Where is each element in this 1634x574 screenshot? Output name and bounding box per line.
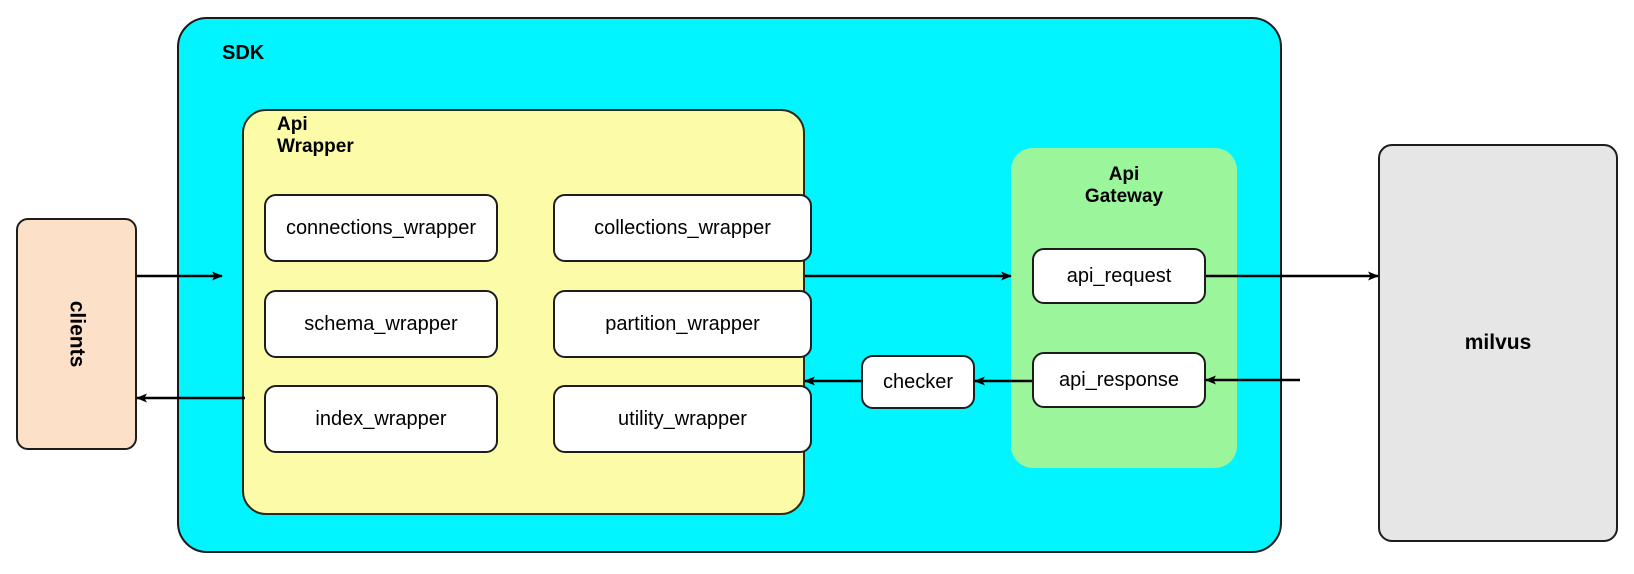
module-api-request[interactable]: api_request bbox=[1032, 248, 1206, 304]
module-partition-wrapper[interactable]: partition_wrapper bbox=[553, 290, 812, 358]
group-api-wrapper-label: Api Wrapper bbox=[277, 114, 354, 158]
group-api-gateway-label: Api Gateway bbox=[1084, 164, 1164, 208]
group-api-gateway bbox=[1011, 148, 1237, 468]
module-checker[interactable]: checker bbox=[861, 355, 975, 409]
node-clients[interactable]: clients bbox=[16, 218, 137, 450]
module-api-response[interactable]: api_response bbox=[1032, 352, 1206, 408]
module-schema-wrapper[interactable]: schema_wrapper bbox=[264, 290, 498, 358]
module-utility-wrapper[interactable]: utility_wrapper bbox=[553, 385, 812, 453]
node-milvus[interactable]: milvus bbox=[1378, 144, 1618, 542]
node-clients-label: clients bbox=[65, 300, 89, 368]
module-index-wrapper[interactable]: index_wrapper bbox=[264, 385, 498, 453]
group-sdk-label: SDK bbox=[222, 42, 265, 64]
module-collections-wrapper[interactable]: collections_wrapper bbox=[553, 194, 812, 262]
module-connections-wrapper[interactable]: connections_wrapper bbox=[264, 194, 498, 262]
